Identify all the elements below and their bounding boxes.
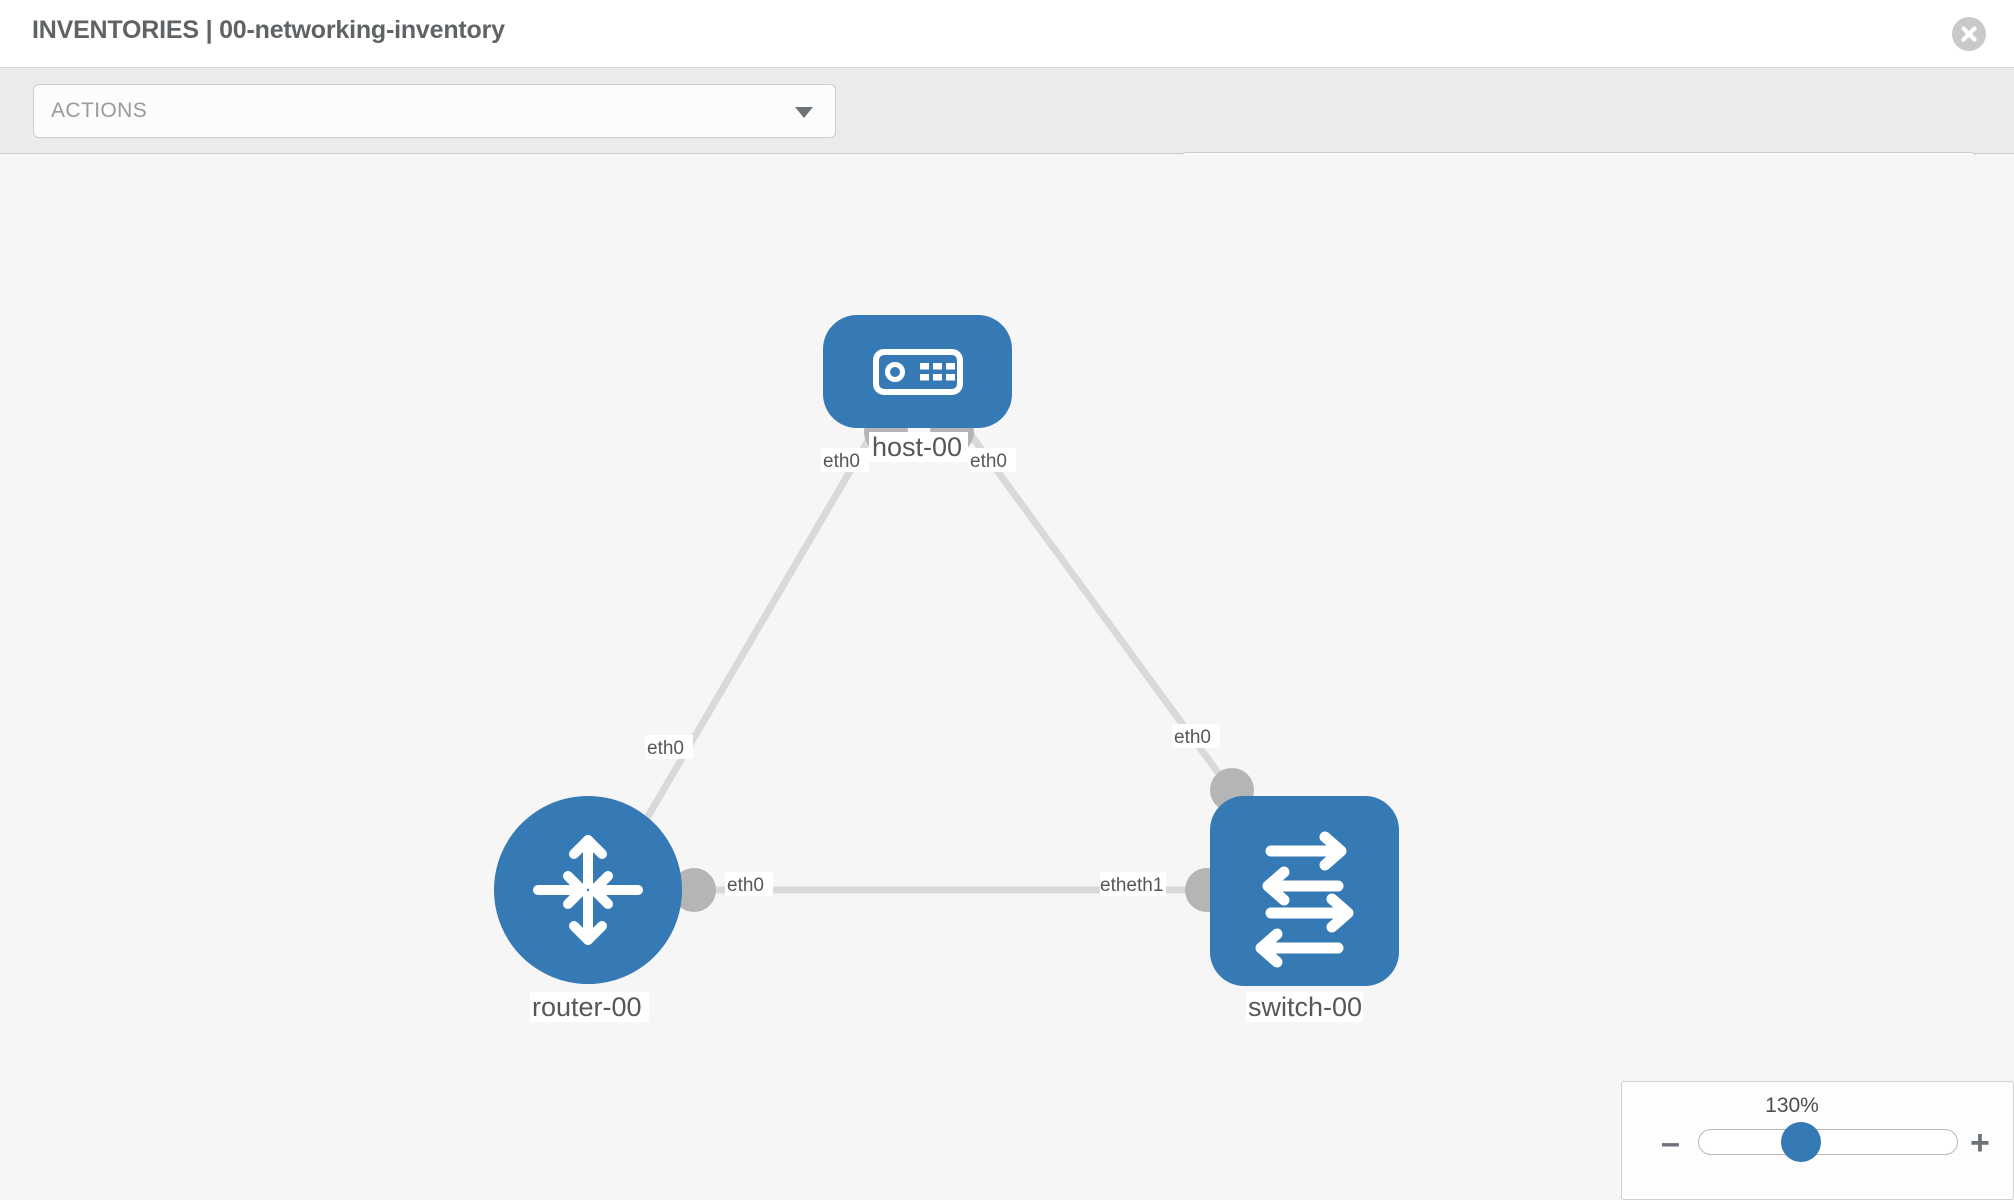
zoom-control: 130% – + — [1621, 1081, 2014, 1200]
edge-label-router-right: eth0 — [727, 875, 764, 896]
close-icon[interactable] — [1952, 17, 1986, 51]
link-layer — [636, 417, 1241, 894]
page-title: INVENTORIES | 00-networking-inventory — [32, 16, 505, 44]
node-label-switch: switch-00 — [1248, 992, 1362, 1022]
zoom-slider-track[interactable] — [1698, 1129, 1958, 1155]
zoom-in-button[interactable]: + — [1970, 1124, 1990, 1162]
topology-canvas[interactable]: host-00 router-00 switch-00 eth0 eth0 et… — [0, 155, 2014, 1200]
server-icon — [873, 349, 963, 395]
edge-label-host-right: eth0 — [970, 451, 1007, 472]
node-host-00[interactable] — [823, 315, 1012, 428]
edge-label-switch-left: etheth1 — [1100, 875, 1163, 896]
page-header: INVENTORIES | 00-networking-inventory — [0, 0, 2014, 68]
actions-label: ACTIONS — [51, 99, 148, 122]
node-label-host: host-00 — [872, 432, 962, 462]
toolbar: ACTIONS SEARCH — [0, 68, 2014, 206]
node-router-00[interactable] — [494, 796, 682, 984]
switch-arrows-icon — [1255, 831, 1354, 968]
node-label-layer: host-00 router-00 switch-00 — [530, 432, 1363, 1022]
router-arrows-icon — [533, 835, 643, 945]
edge-label-switch-up: eth0 — [1174, 727, 1211, 748]
close-circle-icon — [1952, 17, 1986, 51]
zoom-out-button[interactable]: – — [1661, 1124, 1680, 1162]
zoom-slider-thumb[interactable] — [1781, 1122, 1821, 1162]
port-layer — [672, 410, 1254, 912]
zoom-percent-label: 130% — [1765, 1094, 1819, 1117]
edge-label-router-up: eth0 — [647, 738, 684, 759]
chevron-down-icon — [795, 107, 813, 118]
port-router-right[interactable] — [672, 868, 716, 912]
edge-label-host-left: eth0 — [823, 451, 860, 472]
topology-graph: host-00 router-00 switch-00 eth0 eth0 et… — [494, 315, 1399, 1022]
link-host-router[interactable] — [636, 418, 884, 832]
node-switch-00[interactable] — [1210, 796, 1399, 986]
node-label-router: router-00 — [532, 992, 642, 1022]
edge-label-layer: eth0 eth0 eth0 eth0 eth0 etheth1 — [645, 448, 1220, 896]
actions-dropdown[interactable]: ACTIONS — [33, 84, 836, 138]
